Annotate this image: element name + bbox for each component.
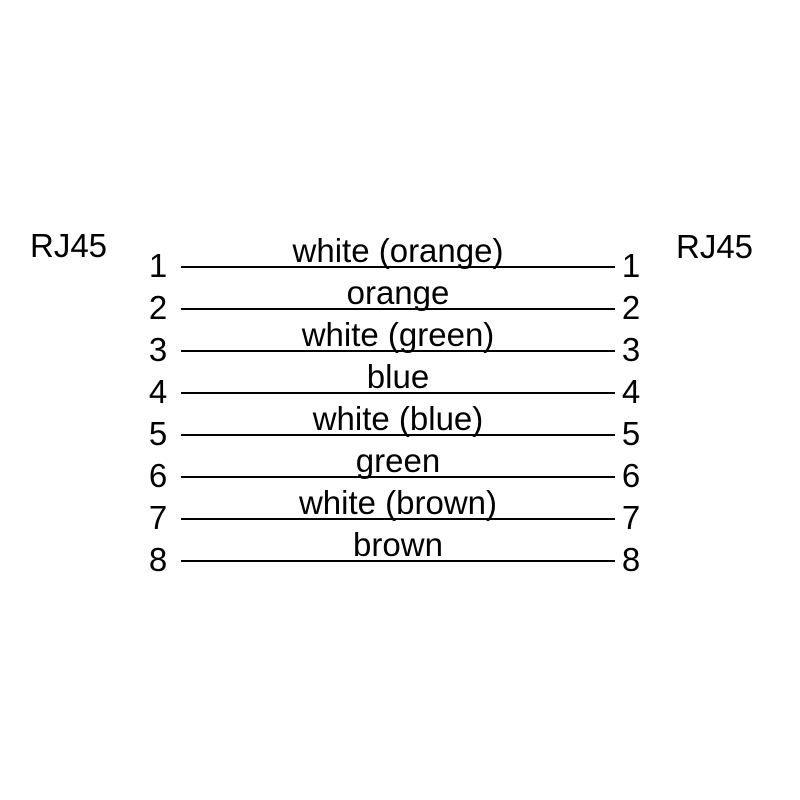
- right-pin-number: 8: [621, 541, 641, 578]
- wire-color-label: green: [355, 442, 441, 479]
- wire-color-label: white (blue): [312, 400, 484, 437]
- left-pin-number: 8: [148, 541, 168, 578]
- wire-line: [181, 560, 615, 562]
- right-pin-number: 1: [621, 247, 641, 284]
- left-pin-number: 1: [148, 247, 168, 284]
- right-pin-number: 7: [621, 499, 641, 536]
- right-pin-number: 6: [621, 457, 641, 494]
- wire-line: [181, 266, 615, 268]
- right-pin-number: 5: [621, 415, 641, 452]
- wire-color-label: white (green): [301, 316, 495, 353]
- wire-line: [181, 476, 615, 478]
- left-pin-number: 4: [148, 373, 168, 410]
- left-pin-number: 7: [148, 499, 168, 536]
- wire-line: [181, 518, 615, 520]
- right-connector-label: RJ45: [676, 228, 754, 265]
- left-pin-number: 2: [148, 289, 168, 326]
- left-pin-number: 6: [148, 457, 168, 494]
- right-pin-number: 4: [621, 373, 641, 410]
- wire-color-label: white (orange): [292, 232, 504, 269]
- wire-color-label: blue: [366, 358, 430, 395]
- wire-line: [181, 434, 615, 436]
- wire-color-label: orange: [346, 274, 450, 311]
- left-pin-number: 5: [148, 415, 168, 452]
- right-pin-number: 2: [621, 289, 641, 326]
- wire-line: [181, 308, 615, 310]
- wire-color-label: brown: [353, 526, 443, 563]
- left-pin-number: 3: [148, 331, 168, 368]
- right-pin-number: 3: [621, 331, 641, 368]
- wire-line: [181, 350, 615, 352]
- left-connector-label: RJ45: [30, 227, 108, 264]
- wire-color-label: white (brown): [298, 484, 498, 521]
- wire-line: [181, 392, 615, 394]
